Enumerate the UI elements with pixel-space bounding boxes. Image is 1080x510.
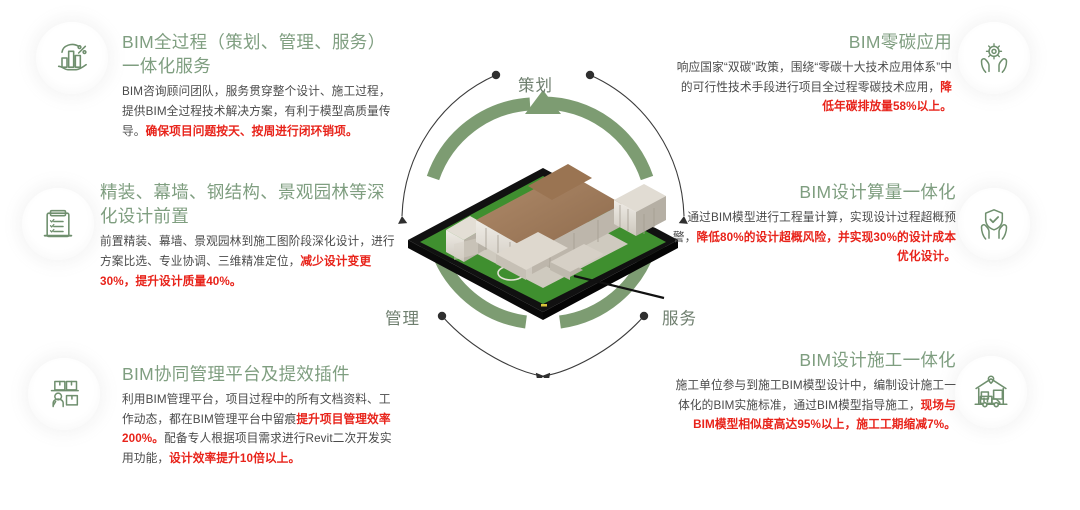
wheel-label-guanli: 管理 [385,310,420,328]
block-body: 通过BIM模型进行工程量计算，实现设计过程超概预警，降低80%的设计超概风险，并… [672,211,956,264]
connector-arrowheads [398,216,688,378]
hand-holding-bar-chart-percent-icon [36,22,108,94]
block-heading: BIM协同管理平台及提效插件 [122,364,350,384]
block-bim-design-quantity: BIM设计算量一体化 通过BIM模型进行工程量计算，实现设计过程超概预警，降低8… [672,180,956,267]
warehouse-worker-boxes-icon [28,358,100,430]
clipboard-checklist-icon [22,188,94,260]
wheel-label-fuwu: 服务 [662,310,697,328]
connector-endpoint-dots [437,70,649,321]
city-model-illustration [408,164,678,320]
block-body: BIM咨询顾问团队，服务贯穿整个设计、施工过程，提供BIM全过程技术解决方案，有… [122,85,391,138]
block-bim-zero-carbon: BIM零碳应用 响应国家“双碳”政策，围绕“零碳十大技术应用体系”中的可行性技术… [672,30,952,117]
block-heading: BIM设计算量一体化 [799,182,956,202]
block-heading: 精装、幕墙、钢结构、景观园林等深化设计前置 [100,182,385,227]
block-deepening-design-frontload: 精装、幕墙、钢结构、景观园林等深化设计前置 前置精装、幕墙、景观园林到施工图阶段… [100,180,396,291]
highlight-text: 降低80%的设计超概风险，并实现30%的设计成本优化设计。 [696,230,956,264]
block-bim-design-construction: BIM设计施工一体化 施工单位参与到施工BIM模型设计中，编制设计施工一体化的B… [666,348,956,435]
block-body: 施工单位参与到施工BIM模型设计中，编制设计施工一体化的BIM实施标准，通过BI… [675,379,956,432]
highlight-text: 减少设计变更30%，提升设计质量40%。 [100,254,372,288]
block-heading: BIM设计施工一体化 [799,350,956,370]
highlight-text: 提升项目管理效率200%。 [122,412,391,446]
block-bim-collaboration-platform: BIM协同管理平台及提效插件 利用BIM管理平台，项目过程中的所有文档资料、工作… [122,362,402,469]
highlight-text: 设计效率提升10倍以上。 [169,452,301,466]
block-body: 利用BIM管理平台，项目过程中的所有文档资料、工作动态，都在BIM管理平台中留痕… [122,393,392,466]
highlight-text: 降低年碳排放量58%以上。 [822,80,952,114]
highlight-text: 现场与BIM模型相似度高达95%以上，施工工期缩减7%。 [693,398,956,432]
connector-arcs [401,74,685,377]
block-body: 前置精装、幕墙、景观园林到施工图阶段深化设计，进行方案比选、专业协调、三维精准定… [100,235,395,288]
block-body: 响应国家“双碳”政策，围绕“零碳十大技术应用体系”中的可行性技术手段进行项目全过… [676,61,952,114]
hands-holding-shield-check-icon [958,188,1030,260]
center-process-wheel [378,48,708,378]
block-heading: BIM全过程（策划、管理、服务）一体化服务 [122,32,386,77]
warehouse-delivery-truck-icon [955,356,1027,428]
block-bim-full-process: BIM全过程（策划、管理、服务）一体化服务 BIM咨询顾问团队，服务贯穿整个设计… [122,30,402,141]
highlight-text: 确保项目问题按天、按周进行闭环销项。 [145,124,358,138]
wheel-label-cehua: 策划 [518,77,553,95]
hands-holding-gear-icon [958,22,1030,94]
block-heading: BIM零碳应用 [848,32,952,52]
